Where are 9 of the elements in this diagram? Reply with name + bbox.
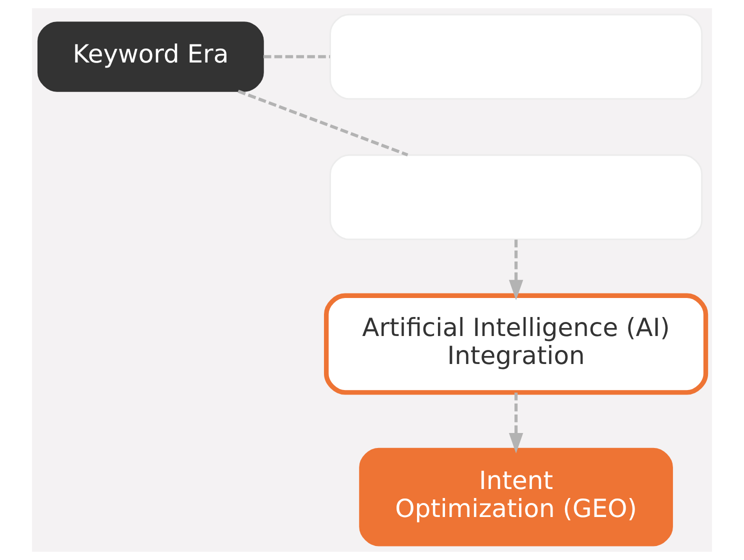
connector xyxy=(238,90,408,156)
arrow xyxy=(508,240,524,300)
node-box xyxy=(329,154,703,240)
connector xyxy=(263,55,330,58)
node-box: Artificial Intelligence (AI) Integration xyxy=(324,293,708,395)
node-box: Keyword Era xyxy=(37,22,264,92)
node-box: Intent Optimization (GEO) xyxy=(359,448,673,546)
arrow xyxy=(508,392,524,454)
node-box xyxy=(329,14,703,100)
